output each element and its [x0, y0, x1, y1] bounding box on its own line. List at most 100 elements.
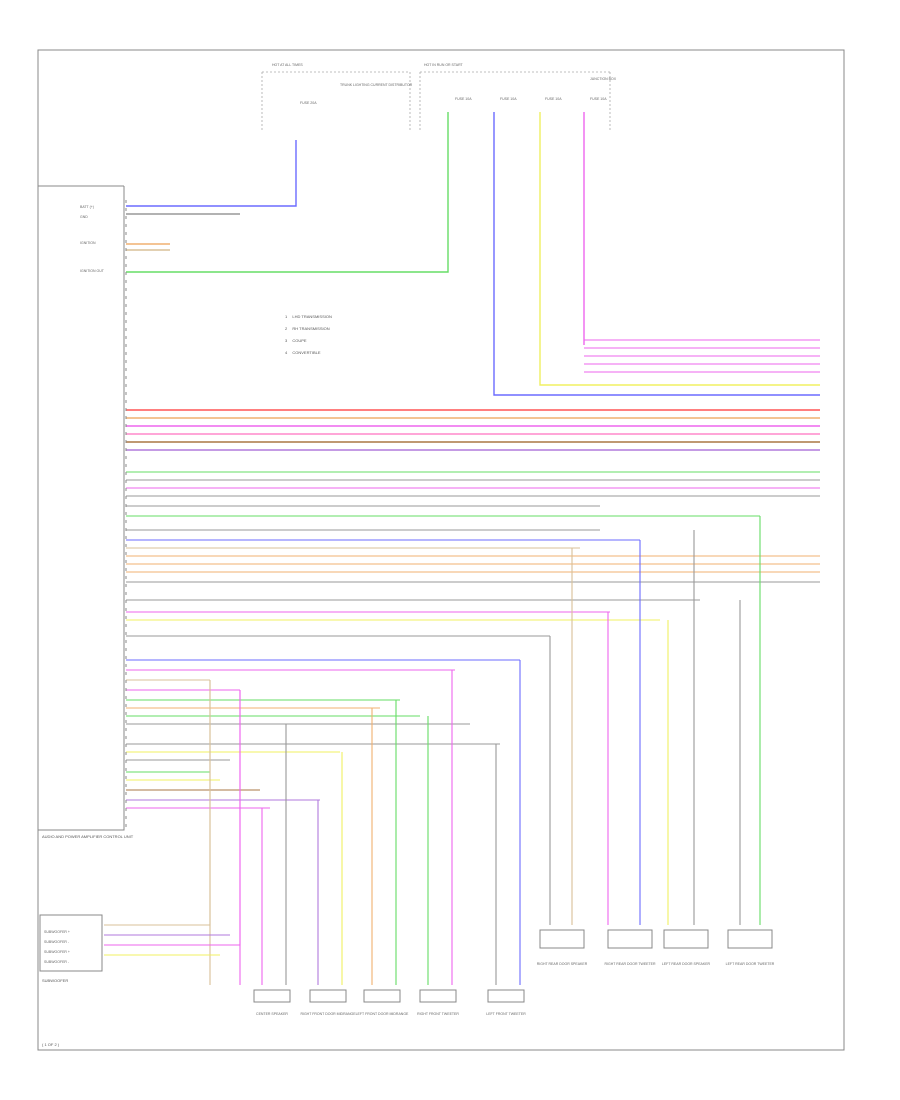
pin-tick: [125, 264, 127, 267]
pin-tick: [125, 368, 127, 371]
speaker-bottom-2: [363, 989, 401, 1003]
pin-tick: [125, 688, 127, 691]
pin-tick: [125, 704, 127, 707]
wire-fuse2-1: [493, 112, 820, 396]
page-footer: ( 1 OF 2 ): [42, 1042, 60, 1047]
pin-tick: [125, 576, 127, 579]
legend-item-2: 2 RH TRANSMISSION: [285, 326, 330, 331]
pin-tick: [125, 728, 127, 731]
fuse-box-1-title: HOT AT ALL TIMES: [272, 63, 303, 67]
pin-tick: [125, 352, 127, 355]
pin-tick: [125, 648, 127, 651]
pin-tick: [125, 712, 127, 715]
pin-tick: [125, 608, 127, 611]
pin-tick: [125, 512, 127, 515]
pin-tick: [125, 560, 127, 563]
pin-tick: [125, 384, 127, 387]
pin-tick: [125, 568, 127, 571]
speaker-right-1: [607, 929, 653, 949]
pin-tick: [125, 256, 127, 259]
pin-tick: [125, 328, 127, 331]
pin-tick: [125, 456, 127, 459]
pin-tick: [125, 536, 127, 539]
pin-tick: [125, 424, 127, 427]
fuse-box-1-sub: TRUNK LIGHTING CURRENT DISTRIBUTOR: [340, 83, 413, 87]
subwoofer-pin-4: SUBWOOFER -: [44, 960, 70, 964]
speaker-bottom-0: [253, 989, 291, 1003]
speaker-bottom-label-2: LEFT FRONT DOOR MIDRANGE: [356, 1012, 409, 1016]
pin-tick: [125, 464, 127, 467]
pin-tick: [125, 432, 127, 435]
speaker-bottom-label-0: CENTER SPEAKER: [256, 1012, 288, 1016]
pin-tick: [125, 240, 127, 243]
pin-tick: [125, 224, 127, 227]
subwoofer-box-label: SUBWOOFER: [42, 978, 68, 983]
pin-label-batt: BATT (+): [80, 205, 94, 209]
pin-tick: [125, 792, 127, 795]
pin-tick: [125, 488, 127, 491]
pin-tick: [125, 752, 127, 755]
pin-tick: [125, 600, 127, 603]
speaker-bottom-label-1: RIGHT FRONT DOOR MIDRANGE: [300, 1012, 356, 1016]
pin-tick: [125, 392, 127, 395]
pin-tick: [125, 208, 127, 211]
pin-tick: [125, 416, 127, 419]
speaker-bottom-label-3: RIGHT FRONT TWEETER: [417, 1012, 459, 1016]
pin-tick: [125, 216, 127, 219]
pin-tick: [125, 312, 127, 315]
pin-tick: [125, 800, 127, 803]
pin-tick: [125, 360, 127, 363]
fuse-box-2-sub: JUNCTION BOX: [590, 77, 617, 81]
pin-tick: [125, 736, 127, 739]
pin-tick: [125, 232, 127, 235]
pin-tick: [125, 656, 127, 659]
pin-tick: [125, 552, 127, 555]
subwoofer-pin-3: SUBWOOFER +: [44, 950, 70, 954]
pin-tick: [125, 504, 127, 507]
subwoofer-pin-2: SUBWOOFER -: [44, 940, 70, 944]
pin-tick: [125, 664, 127, 667]
pin-tick: [125, 744, 127, 747]
pin-tick: [125, 344, 127, 347]
speaker-right-3: [727, 929, 773, 949]
pin-tick: [125, 280, 127, 283]
pin-tick: [125, 720, 127, 723]
speaker-right-2: [663, 929, 709, 949]
fuse-box-2-fuse-4: FUSE 10A: [590, 97, 607, 101]
fuse-box-2-fuse-3: FUSE 10A: [545, 97, 562, 101]
pin-tick: [125, 640, 127, 643]
legend-item-1: 1 LHD TRANSMISSION: [285, 314, 332, 319]
pin-tick: [125, 592, 127, 595]
pin-tick: [125, 544, 127, 547]
speaker-bottom-3: [419, 989, 457, 1003]
pin-label-gnd: GND: [80, 215, 88, 219]
subwoofer-pin-1: SUBWOOFER +: [44, 930, 70, 934]
speaker-bottom-4: [487, 989, 525, 1003]
pin-tick: [125, 200, 127, 203]
pin-tick: [125, 472, 127, 475]
pin-label-ign: IGNITION: [80, 241, 96, 245]
fuse-box-2-fuse-1: FUSE 10A: [455, 97, 472, 101]
pin-tick: [125, 776, 127, 779]
left-module-label: AUDIO AND POWER AMPLIFIER CONTROL UNIT: [42, 834, 134, 839]
subwoofer-box: [39, 914, 103, 972]
speaker-bottom-1: [309, 989, 347, 1003]
speaker-bottom-label-4: LEFT FRONT TWEETER: [486, 1012, 526, 1016]
wire-ign-out: [126, 112, 449, 273]
speaker-right-label-2: LEFT REAR DOOR SPEAKER: [662, 962, 711, 966]
pin-tick: [125, 296, 127, 299]
pin-tick: [125, 272, 127, 275]
wire-batt: [126, 140, 297, 207]
pin-tick: [125, 528, 127, 531]
pin-tick: [125, 680, 127, 683]
fuse-box-2-fuse-2: FUSE 10A: [500, 97, 517, 101]
pin-tick: [125, 448, 127, 451]
fuse-box-2-title: HOT IN RUN OR START: [424, 63, 464, 67]
pin-tick: [125, 440, 127, 443]
fuse-box-2: [419, 71, 611, 130]
pin-tick: [125, 760, 127, 763]
fuse-box-1-fuse: FUSE 20A: [300, 101, 317, 105]
pin-tick: [125, 632, 127, 635]
